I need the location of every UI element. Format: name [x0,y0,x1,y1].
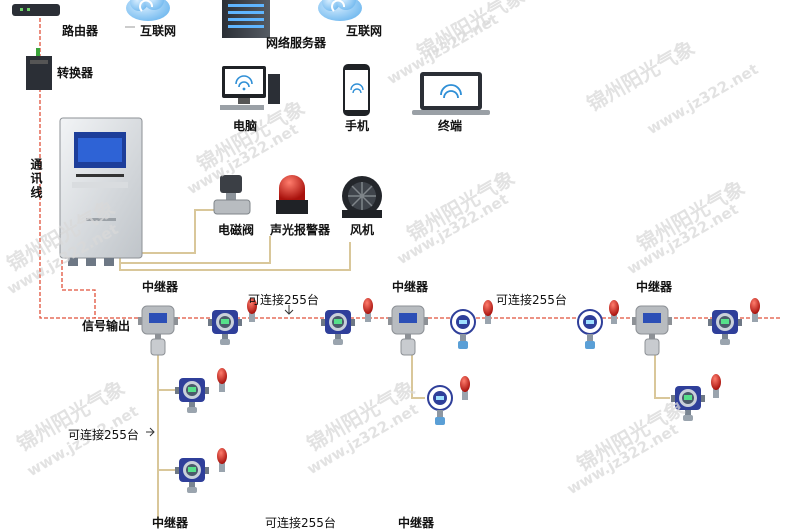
relay-label-2: 中继器 [392,280,429,294]
phone-icon [343,64,370,116]
alarm-beacon-6 [217,368,227,392]
fan-icon [342,176,382,218]
alarm-label: 声光报警器 [270,223,331,237]
relay-unit-3 [631,305,673,356]
gas-detector-blue-3 [708,310,742,345]
connect-count-label: 可连接255台 [265,516,336,530]
down-arrow-icon [284,305,294,315]
converter-label: 转换器 [57,66,94,80]
relay-label-3: 中继器 [636,280,673,294]
comm-line-label: 通讯线 [29,158,43,200]
connect-count-label: 可连接255台 [248,293,319,307]
solenoid-valve-label: 电磁阀 [218,223,255,237]
alarm-beacon-9 [217,448,227,472]
internet-label-right: 互联网 [346,24,383,38]
gas-detector-blue-4 [175,378,209,413]
solenoid-valve-icon [213,175,251,215]
computer-icon [220,66,280,110]
gas-detector-blue-6 [175,458,209,493]
terminal-label: 终端 [438,119,463,133]
relay-label-5: 中继器 [398,516,435,530]
internet-cloud-icon-right [317,0,363,22]
network-server-label: 网络服务器 [266,36,327,50]
cream-control-wiring [119,209,351,271]
right-arrow-icon [146,427,155,437]
converter-icon [26,48,52,90]
alarm-beacon-4 [609,300,619,324]
internet-label-left: 互联网 [140,24,177,38]
gas-detector-round-2 [577,309,603,350]
alarm-beacon-3 [483,300,493,324]
router-icon [12,4,60,16]
alarm-beacon-icon [276,175,308,214]
laptop-icon [412,72,490,115]
relay-unit-2 [387,305,429,356]
server-rack-icon [222,0,270,38]
gas-detector-round-1 [450,309,476,350]
internet-cloud-icon-left [125,0,171,22]
gas-detector-round-3 [427,385,453,426]
alarm-beacon-7 [460,376,470,400]
connect-count-label: 可连接255台 [496,293,567,307]
gas-detector-blue-2 [321,310,355,345]
gas-detector-blue-1 [208,310,242,345]
alarm-beacon-8 [711,374,721,398]
computer-label: 电脑 [233,119,258,133]
signal-output-label: 信号输出 [82,319,131,333]
phone-label: 手机 [345,119,370,133]
branch-wiring [157,352,670,527]
connect-count-label: 可连接255台 [68,428,139,442]
router-label: 路由器 [62,24,99,38]
relay-label-4: 中继器 [152,516,189,530]
controller-panel-icon [59,117,143,266]
relay-label-1: 中继器 [142,280,179,294]
relay-unit-1 [137,305,179,356]
fan-label: 风机 [350,223,375,237]
